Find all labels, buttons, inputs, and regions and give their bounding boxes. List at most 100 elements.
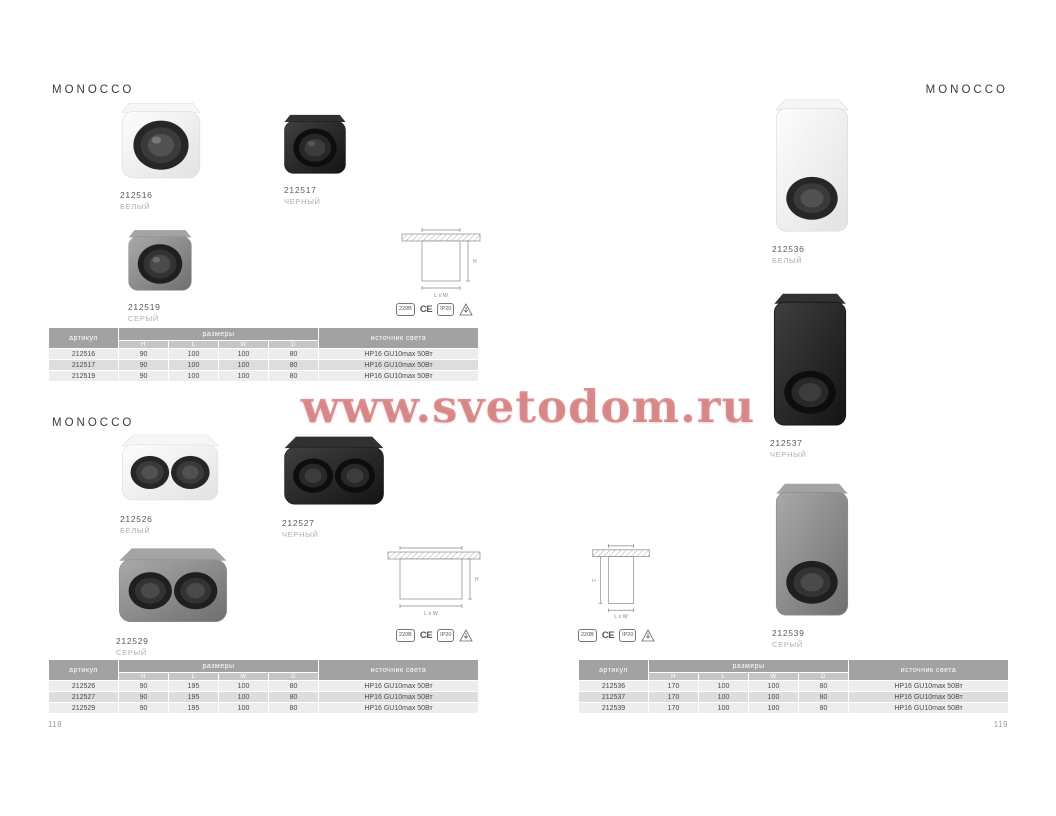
height-dim-label: H	[592, 578, 596, 584]
cell-d: 80	[797, 680, 850, 692]
cell-article: 212539	[578, 702, 649, 714]
lamp-photo-single-white	[121, 102, 201, 179]
table-row: 212527 90 195 100 80 HP16 GU10max 50Вт	[48, 691, 480, 703]
cell-w: 100	[748, 691, 799, 703]
cell-w: 100	[748, 702, 799, 714]
col-l: L	[698, 672, 749, 681]
table-row: 212529 90 195 100 80 HP16 GU10max 50Вт	[48, 702, 480, 714]
product-color: СЕРЫЙ	[128, 314, 159, 323]
cert-icons-row: 220В CE IP20	[578, 628, 656, 643]
product-article: 212519	[128, 302, 161, 312]
series-title-left-2: MONOCCO	[52, 417, 135, 429]
base-dim-label: L x W	[614, 614, 628, 620]
cell-article: 212529	[48, 702, 119, 714]
mount-triangle-icon	[641, 629, 656, 642]
col-dimensions: размеры	[647, 659, 850, 673]
watermark: www.svetodom.ru	[300, 380, 756, 433]
col-article: артикул	[48, 327, 119, 349]
height-dim-label: H	[473, 259, 477, 265]
lamp-photo-tall-black	[773, 293, 847, 426]
cell-l: 100	[168, 359, 219, 371]
col-article: артикул	[578, 659, 649, 681]
base-dim-label: L x W	[424, 611, 439, 617]
page-number-right: 119	[993, 720, 1008, 729]
mount-triangle-icon	[459, 629, 474, 642]
col-h: H	[118, 672, 169, 681]
cell-source: HP16 GU10max 50Вт	[318, 702, 480, 714]
cell-article: 212537	[578, 691, 649, 703]
product-color: БЕЛЫЙ	[120, 202, 151, 211]
product-article: 212517	[284, 185, 317, 195]
col-h: H	[648, 672, 699, 681]
mount-triangle-icon	[459, 303, 474, 316]
cell-article: 212517	[48, 359, 119, 371]
cell-h: 90	[118, 680, 169, 692]
product-color: ЧЕРНЫЙ	[770, 450, 807, 459]
col-source: источник света	[318, 327, 480, 349]
product-212537: 212537 ЧЕРНЫЙ	[764, 288, 856, 459]
col-d: D	[797, 672, 850, 681]
cell-h: 90	[118, 691, 169, 703]
cell-w: 100	[218, 691, 269, 703]
cell-h: 170	[648, 680, 699, 692]
voltage-badge-icon: 220В	[396, 629, 415, 642]
product-article: 212526	[120, 514, 153, 524]
cell-h: 90	[118, 370, 169, 382]
product-212517: 212517 ЧЕРНЫЙ	[278, 106, 352, 206]
table-row: 212526 90 195 100 80 HP16 GU10max 50Вт	[48, 680, 480, 692]
cell-source: HP16 GU10max 50Вт	[318, 370, 480, 382]
cell-h: 170	[648, 691, 699, 703]
cell-l: 100	[698, 702, 749, 714]
table-row: 212519 90 100 100 80 HP16 GU10max 50Вт	[48, 370, 480, 382]
lamp-photo-double-black	[284, 436, 384, 505]
cell-d: 80	[267, 370, 320, 382]
dimension-drawing-double: H L x W	[387, 546, 481, 617]
spec-table-2: артикул размеры источник света H L W D 2…	[48, 659, 480, 714]
height-dim-label: H	[475, 577, 479, 583]
table-row: 212517 90 100 100 80 HP16 GU10max 50Вт	[48, 359, 480, 371]
lamp-photo-single-black	[284, 114, 346, 174]
cell-l: 100	[698, 680, 749, 692]
product-article: 212529	[116, 636, 149, 646]
cell-d: 80	[267, 348, 320, 360]
col-d: D	[267, 672, 320, 681]
cell-d: 80	[267, 691, 320, 703]
lamp-photo-tall-white	[775, 99, 849, 232]
lamp-photo-single-grey	[128, 230, 192, 291]
cell-w: 100	[218, 359, 269, 371]
spec-table-3: артикул размеры источник света H L W D 2…	[578, 659, 1010, 714]
product-article: 212516	[120, 190, 153, 200]
col-h: H	[118, 340, 169, 349]
ip-rating-icon: IP20	[619, 629, 637, 642]
cell-article: 212536	[578, 680, 649, 692]
ce-mark-icon: CE	[419, 629, 433, 641]
col-l: L	[168, 340, 219, 349]
col-source: источник света	[848, 659, 1010, 681]
col-source: источник света	[318, 659, 480, 681]
product-article: 212537	[770, 438, 803, 448]
col-dimensions: размеры	[117, 327, 320, 341]
cell-l: 195	[168, 680, 219, 692]
cell-article: 212516	[48, 348, 119, 360]
cell-h: 90	[118, 348, 169, 360]
product-article: 212536	[772, 244, 805, 254]
cell-w: 100	[218, 680, 269, 692]
product-article: 212527	[282, 518, 315, 528]
ce-mark-icon: CE	[601, 629, 615, 641]
product-212527: 212527 ЧЕРНЫЙ	[276, 430, 394, 539]
product-article: 212539	[772, 628, 805, 638]
cell-source: HP16 GU10max 50Вт	[848, 680, 1010, 692]
cert-icons-row: 220В CE IP20	[396, 302, 474, 317]
product-212529: 212529 СЕРЫЙ	[110, 541, 238, 657]
cell-article: 212519	[48, 370, 119, 382]
cell-h: 90	[118, 359, 169, 371]
cell-source: HP16 GU10max 50Вт	[318, 359, 480, 371]
dimension-drawing-tall: H L x W	[592, 543, 650, 620]
cell-w: 100	[218, 370, 269, 382]
product-color: СЕРЫЙ	[772, 640, 803, 649]
voltage-badge-icon: 220В	[396, 303, 415, 316]
lamp-photo-tall-grey	[775, 483, 849, 616]
cell-l: 100	[168, 370, 219, 382]
series-title-left-1: MONOCCO	[52, 84, 135, 96]
